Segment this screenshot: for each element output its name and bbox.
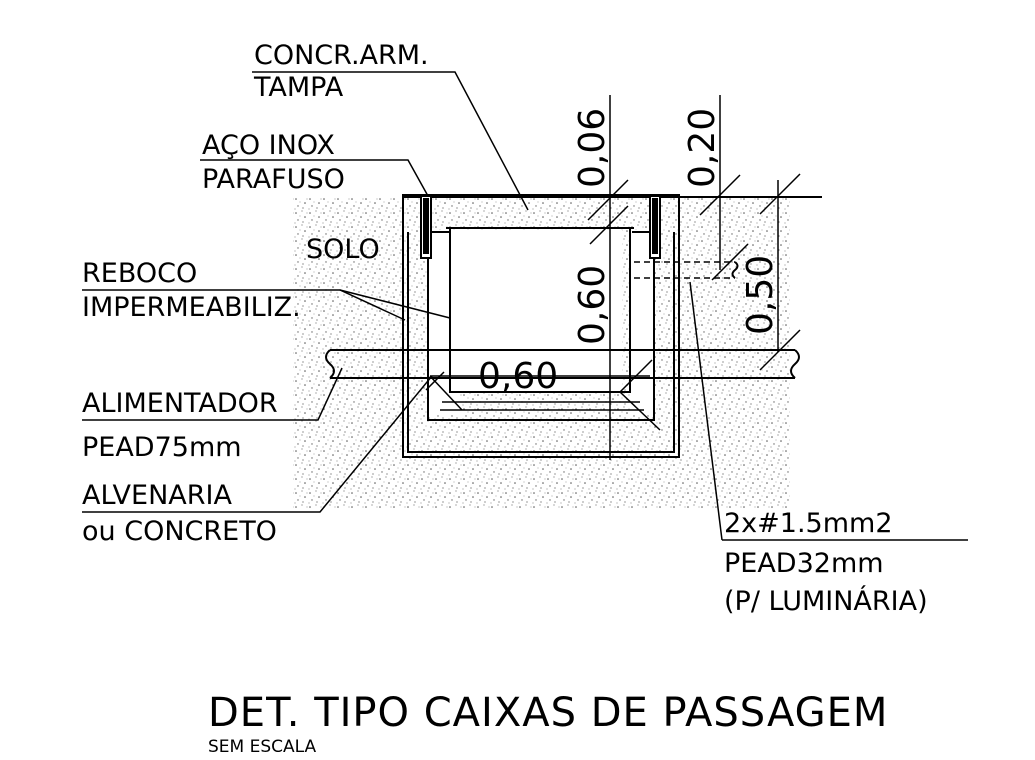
label-pead75: PEAD75mm [82,432,242,463]
label-cabo: 2x#1.5mm2 [724,508,893,539]
label-tampa: TAMPA [253,72,344,103]
label-reboco: REBOCO [82,258,197,289]
bolt-left [420,195,432,259]
leader-lines [82,71,968,541]
dim-060-horizontal: 0,60 [478,356,558,397]
luminaire-conduit [634,261,739,279]
drawing-scale: SEM ESCALA [208,737,316,757]
label-solo: SOLO [306,234,380,265]
label-luminaria: (P/ LUMINÁRIA) [724,585,928,617]
label-pead32: PEAD32mm [724,548,884,579]
dim-020: 0,20 [682,108,723,188]
label-alvenaria: ALVENARIA [82,480,232,511]
box-structure [402,194,680,458]
label-parafuso: PARAFUSO [202,164,345,195]
label-aco-inox: AÇO INOX [202,130,335,161]
drawing-title: DET. TIPO CAIXAS DE PASSAGEM [208,690,888,736]
dim-060-vertical: 0,60 [572,265,613,345]
label-ou-concreto: ou CONCRETO [82,516,277,547]
dim-050: 0,50 [740,255,781,335]
feeder-pipe [325,349,800,379]
bolt-right [649,195,661,259]
dimension-lines [425,95,801,460]
label-concr-arm: CONCR.ARM. [254,40,429,71]
dim-006: 0,06 [572,108,613,188]
label-impermeabiliz: IMPERMEABILIZ. [82,292,301,323]
label-alimentador: ALIMENTADOR [82,388,278,419]
